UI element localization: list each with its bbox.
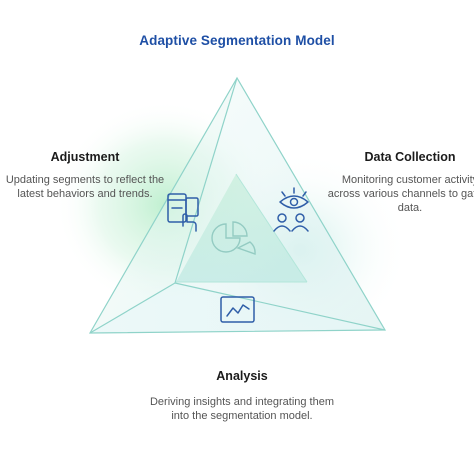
face-bottom: [90, 283, 385, 333]
line-chart-icon: [220, 296, 255, 323]
eye-users-icon: [273, 187, 309, 232]
stage-heading: Analysis: [216, 369, 268, 383]
pie-segments-icon: [211, 221, 256, 255]
devices-icon: [167, 193, 199, 232]
stage-analysis: Analysis Deriving insights and integrati…: [147, 369, 337, 423]
stage-heading: Adjustment: [50, 150, 120, 164]
stage-description: Deriving insights and integrating them i…: [149, 396, 335, 422]
inner-edges: [176, 173, 308, 283]
pyramid-edges: [88, 76, 387, 334]
inner-triangle: [176, 174, 307, 282]
stage-heading: Data Collection: [364, 150, 456, 164]
stage-adjustment: Adjustment Updating segments to reflect …: [4, 150, 166, 201]
stage-description: Monitoring customer activity across vari…: [327, 174, 474, 214]
page-title: Adaptive Segmentation Model: [139, 33, 335, 48]
stage-data-collection: Data Collection Monitoring customer acti…: [326, 150, 474, 215]
stage-description: Updating segments to reflect the latest …: [5, 174, 165, 200]
